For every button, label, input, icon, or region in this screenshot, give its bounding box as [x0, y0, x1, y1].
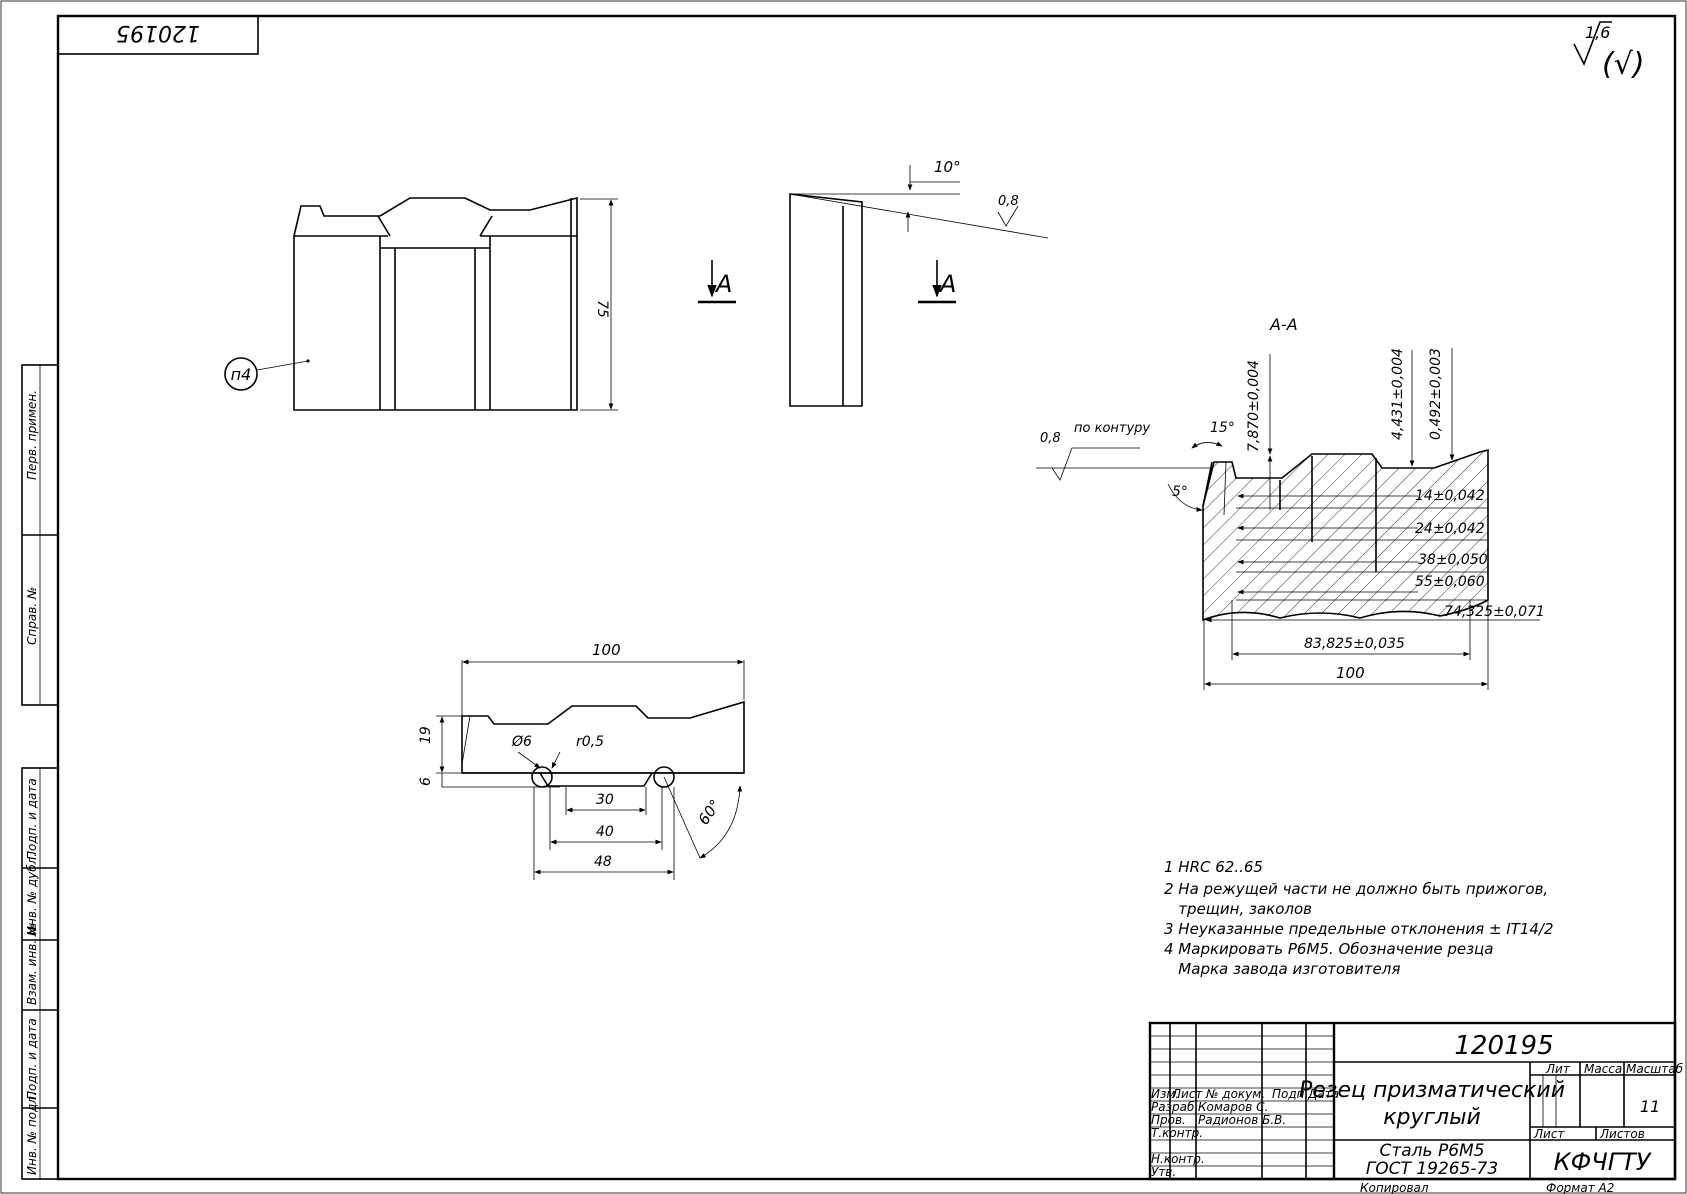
section-angle-side: 5°	[1172, 484, 1188, 500]
tech-notes: 1 HRC 62..65 2 На режущей части не должн…	[1164, 858, 1554, 978]
bottom-view: 100 19 6 Ø6 r0,5 30 40 48 60°	[418, 641, 745, 880]
section-top-dim-1: 7,870±0,004	[1246, 360, 1262, 452]
header-mass: Масса	[1584, 1062, 1622, 1076]
header-scale: Масштаб	[1626, 1062, 1684, 1076]
material-line-1: Сталь Р6М5	[1379, 1141, 1484, 1161]
bottom-d30: 30	[596, 792, 614, 808]
role-tkontr: Т.контр.	[1151, 1126, 1203, 1140]
side-label-perv: Перв. примен.	[25, 390, 39, 480]
col-date: Дата	[1307, 1087, 1339, 1101]
front-mark: п4	[231, 365, 252, 384]
bottom-h2: 6	[418, 777, 434, 786]
side-label-sprav: Справ. №	[25, 587, 39, 645]
side-label-podp1: Подп. и дата	[25, 778, 39, 860]
bottom-dia: Ø6	[511, 734, 532, 750]
front-view: 75 п4	[224, 196, 618, 411]
format-label: Формат А2	[1546, 1181, 1614, 1194]
bottom-angle: 60°	[695, 796, 725, 828]
col-izm: Изм.	[1151, 1087, 1179, 1101]
section-bottom-dim-1: 83,825±0,035	[1304, 636, 1405, 652]
roughness-symbol: 1,6 (√)	[1573, 21, 1645, 82]
front-height-dim: 75	[594, 300, 610, 318]
section-dim-38: 38±0,050	[1418, 552, 1488, 568]
section-rough-note: по контуру	[1074, 421, 1150, 436]
corner-code-text: 120195	[116, 20, 200, 45]
section-rough: 0,8	[1040, 431, 1061, 446]
side-angle: 10°	[934, 158, 961, 176]
section-dim-24: 24±0,042	[1415, 521, 1485, 537]
section-dim-55: 55±0,060	[1415, 574, 1485, 590]
role-prov: Пров.	[1151, 1113, 1186, 1127]
note-3: трещин, заколов	[1164, 900, 1312, 918]
copied-label: Копировал	[1360, 1181, 1429, 1194]
designation: 120195	[1454, 1031, 1553, 1061]
header-sheet: Лист	[1533, 1127, 1565, 1141]
bottom-h1: 19	[418, 726, 434, 744]
bottom-d40: 40	[596, 824, 614, 840]
col-doc: № докум.	[1205, 1087, 1265, 1101]
name-prov: Радионов Б.В.	[1198, 1113, 1286, 1127]
header-sheets: Листов	[1599, 1127, 1645, 1141]
section-mark-right: А	[938, 270, 956, 298]
section-title: А-А	[1269, 315, 1298, 334]
side-label-vzam: Взам. инв. №	[25, 924, 39, 1005]
side-label-podl: Инв. № подл.	[25, 1092, 39, 1175]
col-list: Лист	[1171, 1087, 1203, 1101]
section-dim-74: 74,325±0,071	[1444, 604, 1545, 620]
note-1: 1 HRC 62..65	[1164, 858, 1263, 876]
role-utv: Утв.	[1151, 1165, 1176, 1179]
section-bottom-dim-2: 100	[1336, 664, 1365, 682]
org-name: КФЧГТУ	[1554, 1148, 1652, 1176]
material-line-2: ГОСТ 19265-73	[1366, 1159, 1498, 1179]
section-mark-left: А	[714, 270, 732, 298]
title-line-1: Резец призматический	[1299, 1078, 1565, 1103]
name-razrab: Комаров С.	[1198, 1100, 1268, 1114]
section-angle-top: 15°	[1210, 420, 1235, 436]
header-lit: Лит	[1545, 1062, 1571, 1076]
bottom-radius: r0,5	[576, 734, 604, 750]
note-6: Марка завода изготовителя	[1164, 960, 1400, 978]
note-2: 2 На режущей части не должно быть прижог…	[1164, 880, 1548, 898]
roughness-paren: (√)	[1602, 47, 1645, 82]
side-label-dubl: Инв. № дубл.	[25, 853, 39, 935]
scale-value: 11	[1640, 1097, 1660, 1116]
title-block: Изм. Лист № докум. Подп. Дата Разраб. Ко…	[1148, 1021, 1684, 1194]
section-top-dim-3: 0,492±0,003	[1428, 348, 1444, 440]
title-line-2: круглый	[1383, 1105, 1481, 1130]
side-rough: 0,8	[998, 194, 1019, 209]
note-4: 3 Неуказанные предельные отклонения ± IT…	[1164, 920, 1554, 938]
note-5: 4 Маркировать Р6М5. Обозначение резца	[1164, 940, 1493, 958]
section-view: А-А 14±0,042 24±0,042 38±0,050 55±0,060 …	[1036, 315, 1545, 690]
section-marks: А А	[698, 260, 956, 304]
side-view: 10° 0,8	[789, 158, 1049, 407]
bottom-width-dim: 100	[592, 641, 621, 659]
corner-code-box: 120195	[57, 15, 259, 55]
side-label-podp2: Подп. и дата	[25, 1018, 39, 1100]
side-strip: Перв. примен. Справ. № Подп. и дата Инв.…	[21, 364, 59, 1180]
section-top-dim-2: 4,431±0,004	[1390, 348, 1406, 440]
roughness-value: 1,6	[1585, 23, 1610, 42]
section-dim-14: 14±0,042	[1415, 488, 1485, 504]
bottom-d48: 48	[594, 854, 612, 870]
role-nkontr: Н.контр.	[1151, 1152, 1205, 1166]
role-razrab: Разраб.	[1151, 1100, 1198, 1114]
col-sign: Подп.	[1272, 1087, 1308, 1101]
